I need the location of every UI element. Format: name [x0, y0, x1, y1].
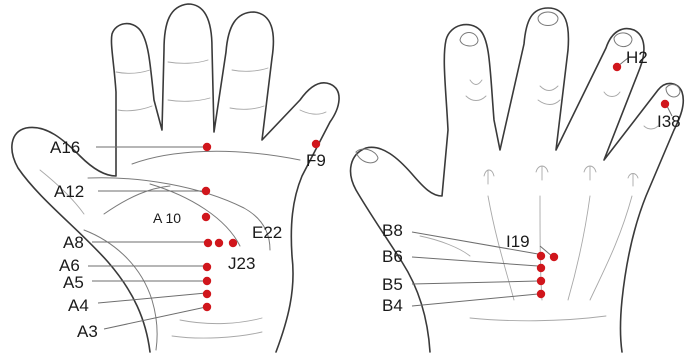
label-a10: A 10 [153, 210, 181, 226]
point-labels: A16 A12 A 10 A8 A6 A5 A4 A3 E22 J23 F9 B… [50, 48, 681, 341]
point-h2 [612, 62, 622, 72]
label-a12: A12 [54, 182, 84, 201]
label-b5: B5 [382, 275, 403, 294]
point-a3 [202, 302, 212, 312]
label-b4: B4 [382, 296, 403, 315]
label-a8: A8 [63, 233, 84, 252]
label-i19: I19 [506, 232, 530, 251]
label-a5: A5 [63, 273, 84, 292]
left-hand-palm [11, 3, 340, 353]
point-a8b [214, 238, 224, 248]
label-f9: F9 [306, 151, 326, 170]
label-i38: I38 [657, 112, 681, 131]
label-j23: J23 [228, 254, 255, 273]
label-e22: E22 [252, 223, 282, 242]
point-a4 [202, 289, 212, 299]
point-b6 [536, 263, 546, 273]
point-a6 [202, 262, 212, 272]
point-a16 [202, 142, 212, 152]
point-b4 [536, 289, 546, 299]
label-a4: A4 [68, 296, 89, 315]
point-a12 [201, 186, 211, 196]
point-a10 [201, 212, 211, 222]
point-a5 [202, 276, 212, 286]
point-a8 [203, 238, 213, 248]
left-hand-outline [11, 3, 340, 353]
point-b5 [536, 276, 546, 286]
label-h2: H2 [626, 48, 648, 67]
point-b8 [536, 251, 546, 261]
point-i38 [660, 99, 670, 109]
acupuncture-points [201, 62, 670, 312]
right-hand-outline [349, 7, 685, 353]
point-i19 [549, 252, 559, 262]
label-a6: A6 [59, 256, 80, 275]
point-f9 [311, 139, 321, 149]
label-b8: B8 [382, 221, 403, 240]
label-a3: A3 [77, 322, 98, 341]
point-e22 [228, 238, 238, 248]
label-b6: B6 [382, 247, 403, 266]
label-a16: A16 [50, 138, 80, 157]
